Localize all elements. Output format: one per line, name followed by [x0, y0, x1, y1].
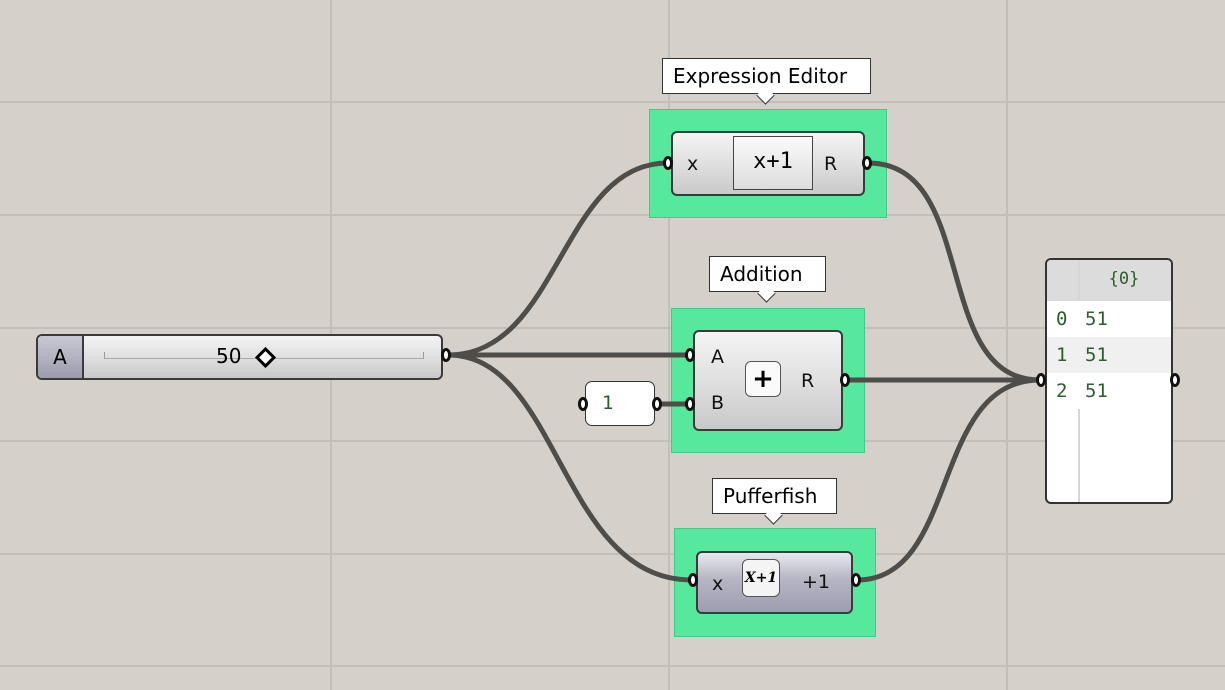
input-port[interactable] [685, 397, 695, 411]
input-port[interactable] [685, 348, 695, 362]
row-value: 51 [1085, 344, 1108, 366]
number-panel[interactable]: 1 [585, 381, 655, 426]
grid-line [0, 440, 1225, 442]
expression-text[interactable]: x+1 [733, 136, 813, 190]
pufferfish-component[interactable]: x X+1 +1 [696, 551, 853, 614]
row-value: 51 [1085, 380, 1108, 402]
output-r-label: R [801, 370, 815, 392]
wire [867, 160, 1041, 383]
row-index: 1 [1056, 344, 1068, 366]
grid-line [668, 0, 670, 690]
grid-line [1006, 0, 1008, 690]
tooltip-addition: Addition [709, 256, 826, 292]
input-x-label: x [712, 573, 724, 595]
slider-name: A [38, 336, 84, 378]
grid-line [0, 214, 1225, 216]
row-value: 51 [1085, 308, 1108, 330]
slider-grip[interactable] [254, 346, 277, 369]
plus-icon: + [745, 361, 781, 397]
wire [447, 160, 669, 358]
tooltip-expression: Expression Editor [662, 58, 871, 94]
input-port[interactable] [688, 573, 698, 587]
output-port[interactable] [1170, 373, 1180, 387]
wire [447, 352, 693, 583]
input-a-label: A [711, 346, 724, 368]
slider-value: 50 [216, 344, 242, 368]
row-index: 2 [1056, 380, 1068, 402]
output-port[interactable] [851, 573, 861, 587]
data-panel[interactable]: {0} 0 51 1 51 2 51 [1045, 258, 1173, 504]
input-x-label: x [687, 153, 699, 175]
pufferfish-icon: X+1 [742, 559, 780, 597]
tooltip-pufferfish: Pufferfish [712, 478, 837, 514]
panel-row: 1 51 [1047, 337, 1171, 373]
grid-line [0, 327, 1225, 329]
output-label: +1 [802, 571, 831, 593]
addition-component[interactable]: A B + R [693, 330, 843, 431]
output-r-label: R [824, 153, 838, 175]
output-port[interactable] [652, 397, 662, 411]
grid-line [0, 553, 1225, 555]
panel-row: 2 51 [1047, 373, 1171, 409]
input-port[interactable] [578, 397, 588, 411]
expression-component[interactable]: x x+1 R [671, 131, 865, 196]
input-port[interactable] [663, 156, 673, 170]
wire [856, 377, 1041, 583]
input-b-label: B [711, 392, 725, 414]
output-port[interactable] [862, 156, 872, 170]
grid-line [0, 665, 1225, 667]
number-slider[interactable]: A 50 [36, 334, 443, 380]
output-port[interactable] [840, 373, 850, 387]
input-port[interactable] [1036, 373, 1046, 387]
panel-header: {0} [1047, 260, 1171, 301]
grid-line [0, 101, 1225, 103]
output-port[interactable] [441, 348, 451, 362]
row-index: 0 [1056, 308, 1068, 330]
panel-row: 0 51 [1047, 301, 1171, 337]
